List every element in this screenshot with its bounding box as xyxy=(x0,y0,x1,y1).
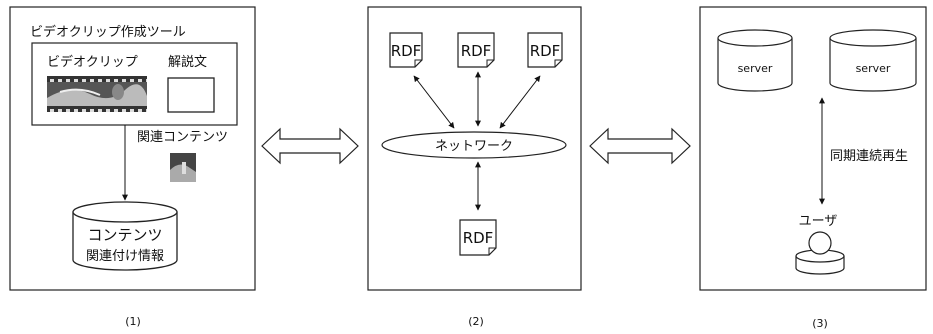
commentary-label: 解説文 xyxy=(168,54,207,70)
panel-3: server server 同期連続再生 ユーザ (3) xyxy=(699,6,927,330)
db-line-2: 関連付け情報 xyxy=(86,249,164,264)
rdf-label-2: RDF xyxy=(461,42,492,60)
sync-label: 同期連続再生 xyxy=(830,149,908,164)
rdf-doc-1 xyxy=(389,32,423,68)
related-contents-label: 関連コンテンツ xyxy=(137,130,228,145)
user-label: ユーザ xyxy=(799,214,838,229)
panel-3-frame xyxy=(699,6,927,291)
rdf-label-4: RDF xyxy=(463,229,494,247)
double-arrow-1-2 xyxy=(261,127,359,165)
panel-1-frame xyxy=(9,6,256,291)
caption-2: (2) xyxy=(468,315,484,328)
network-label: ネットワーク xyxy=(435,139,513,154)
arrow-rdf3-network xyxy=(499,75,541,129)
user-icon xyxy=(795,231,845,275)
tool-box xyxy=(31,42,238,126)
caption-1: (1) xyxy=(125,315,141,328)
rdf-doc-4 xyxy=(459,219,497,256)
network-ellipse xyxy=(381,131,567,159)
panel-2-frame xyxy=(367,6,582,291)
rdf-doc-3 xyxy=(527,32,563,68)
related-contents-image xyxy=(170,153,196,182)
rdf-label-1: RDF xyxy=(391,42,422,60)
commentary-doc xyxy=(167,77,215,113)
db-line-1: コンテンツ xyxy=(87,226,162,244)
video-clip-thumbnail xyxy=(47,76,147,112)
rdf-doc-2 xyxy=(457,32,495,68)
server-label-1: server xyxy=(738,62,773,75)
server-label-2: server xyxy=(856,62,891,75)
panel-2: RDF RDF RDF ネットワーク RDF (2) xyxy=(367,6,582,328)
arrow-rdf1-network xyxy=(413,75,455,129)
contents-database xyxy=(72,201,178,271)
double-arrow-2-3 xyxy=(589,127,691,165)
server-cylinder-1 xyxy=(717,29,793,92)
server-cylinder-2 xyxy=(829,29,917,92)
rdf-label-3: RDF xyxy=(530,42,561,60)
tool-title: ビデオクリップ作成ツール xyxy=(30,24,186,40)
caption-3: (3) xyxy=(812,317,828,330)
panel-1: ビデオクリップ作成ツール ビデオクリップ 解説文 関連コンテンツ xyxy=(9,6,256,328)
video-clip-label: ビデオクリップ xyxy=(47,54,138,70)
